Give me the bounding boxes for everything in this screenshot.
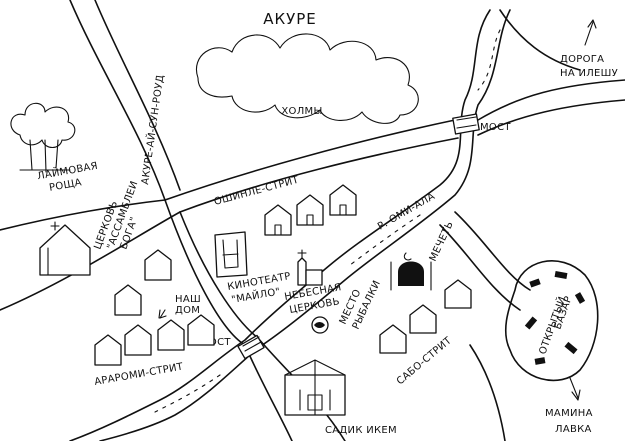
heavenly-church: НЕБЕСНАЯ ЦЕРКОВЬ: [284, 249, 342, 316]
river-label: Р. ОМИ-АЛА: [376, 191, 437, 233]
houses-oshinle: [264, 184, 357, 236]
open-market: ОТКРЫТЫЙ БАЗАР: [504, 260, 599, 382]
bridge-bottom: МОСТ: [200, 334, 265, 360]
map-title: АКУРЕ: [263, 10, 317, 28]
our-house-label-1: НАШ: [175, 294, 201, 305]
houses-araromi: НАШ ДОМ АРАРОМИ-СТРИТ: [94, 249, 215, 388]
ikem-garden: САДИК ИКЕМ: [284, 359, 397, 436]
road-akure-label: АКУРЕ-АЙ-СУН-РОУД: [138, 74, 166, 186]
mosque-label: МЕЧЕТЬ: [428, 220, 456, 264]
hills: ХОЛМЫ: [195, 33, 419, 124]
mama-shop: МАМИНА ЛАВКА: [545, 377, 593, 435]
bridge-top: МОСТ: [452, 113, 511, 135]
church-assembly: ЦЕРКОВЬ "АССАМБЛЕИ БОГА": [39, 180, 140, 276]
lime-grove-label-2: РОЩА: [48, 177, 82, 194]
lime-grove: ЛАЙМОВАЯ РОЩА: [10, 102, 99, 194]
bridge-bottom-label: МОСТ: [200, 337, 231, 348]
road-ilesha-label-1: ДОРОГА: [560, 54, 604, 65]
our-house-label-2: ДОМ: [175, 305, 200, 316]
houses-sabo: САБО-СТРИТ: [379, 279, 472, 387]
mama-shop-label-2: ЛАВКА: [555, 424, 592, 435]
cinema-milo: КИНОТЕАТР "МАЙЛО": [214, 231, 292, 306]
hills-label: ХОЛМЫ: [281, 106, 322, 117]
bridge-top-label: МОСТ: [480, 122, 511, 133]
road-ilesha-label-2: НА ИЛЕШУ: [560, 68, 618, 79]
mama-shop-label-1: МАМИНА: [545, 408, 593, 419]
road-ilesha: ДОРОГА НА ИЛЕШУ: [560, 19, 618, 79]
garden-label: САДИК ИКЕМ: [325, 425, 397, 436]
mosque: МЕЧЕТЬ: [390, 220, 456, 291]
